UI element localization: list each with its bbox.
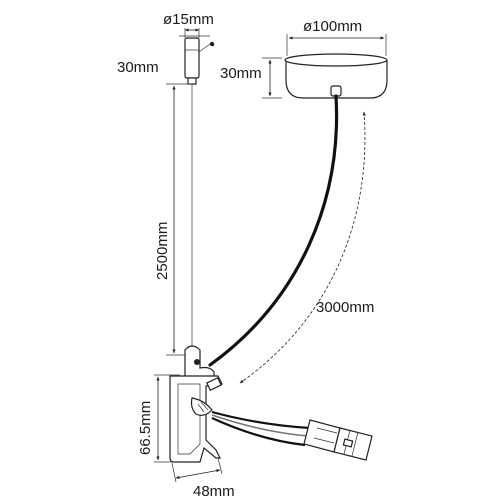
lamp-height-dimension: 66.5mm: [137, 374, 180, 463]
cable-length-label: 3000mm: [316, 299, 374, 316]
hanger-diameter-label: ø15mm: [163, 11, 214, 28]
lamp-width-label: 48mm: [193, 483, 235, 500]
power-cable: [208, 94, 339, 367]
lamp-head: [169, 345, 223, 463]
canopy-height-label: 30mm: [220, 65, 262, 82]
canopy-height-dimension: 30mm: [220, 57, 282, 99]
lamp-width-dimension: 48mm: [171, 457, 235, 500]
hanger-diameter-dimension: ø15mm: [163, 11, 214, 38]
canopy-diameter-label: ø100mm: [303, 18, 362, 35]
hanger-height-label: 30mm: [117, 59, 159, 76]
cable-length-dimension: 3000mm: [239, 111, 374, 384]
ceiling-canopy: [284, 53, 388, 99]
lamp-height-label: 66.5mm: [137, 401, 154, 455]
lead-wires: [211, 410, 311, 447]
hanger-height-dimension: 30mm: [117, 59, 159, 76]
ceiling-hanger: [179, 35, 215, 85]
wire-connector: [303, 419, 373, 461]
suspension-length-label: 2500mm: [154, 222, 171, 280]
suspension-length-dimension: 2500mm: [154, 83, 192, 356]
canopy-diameter-dimension: ø100mm: [286, 18, 387, 56]
